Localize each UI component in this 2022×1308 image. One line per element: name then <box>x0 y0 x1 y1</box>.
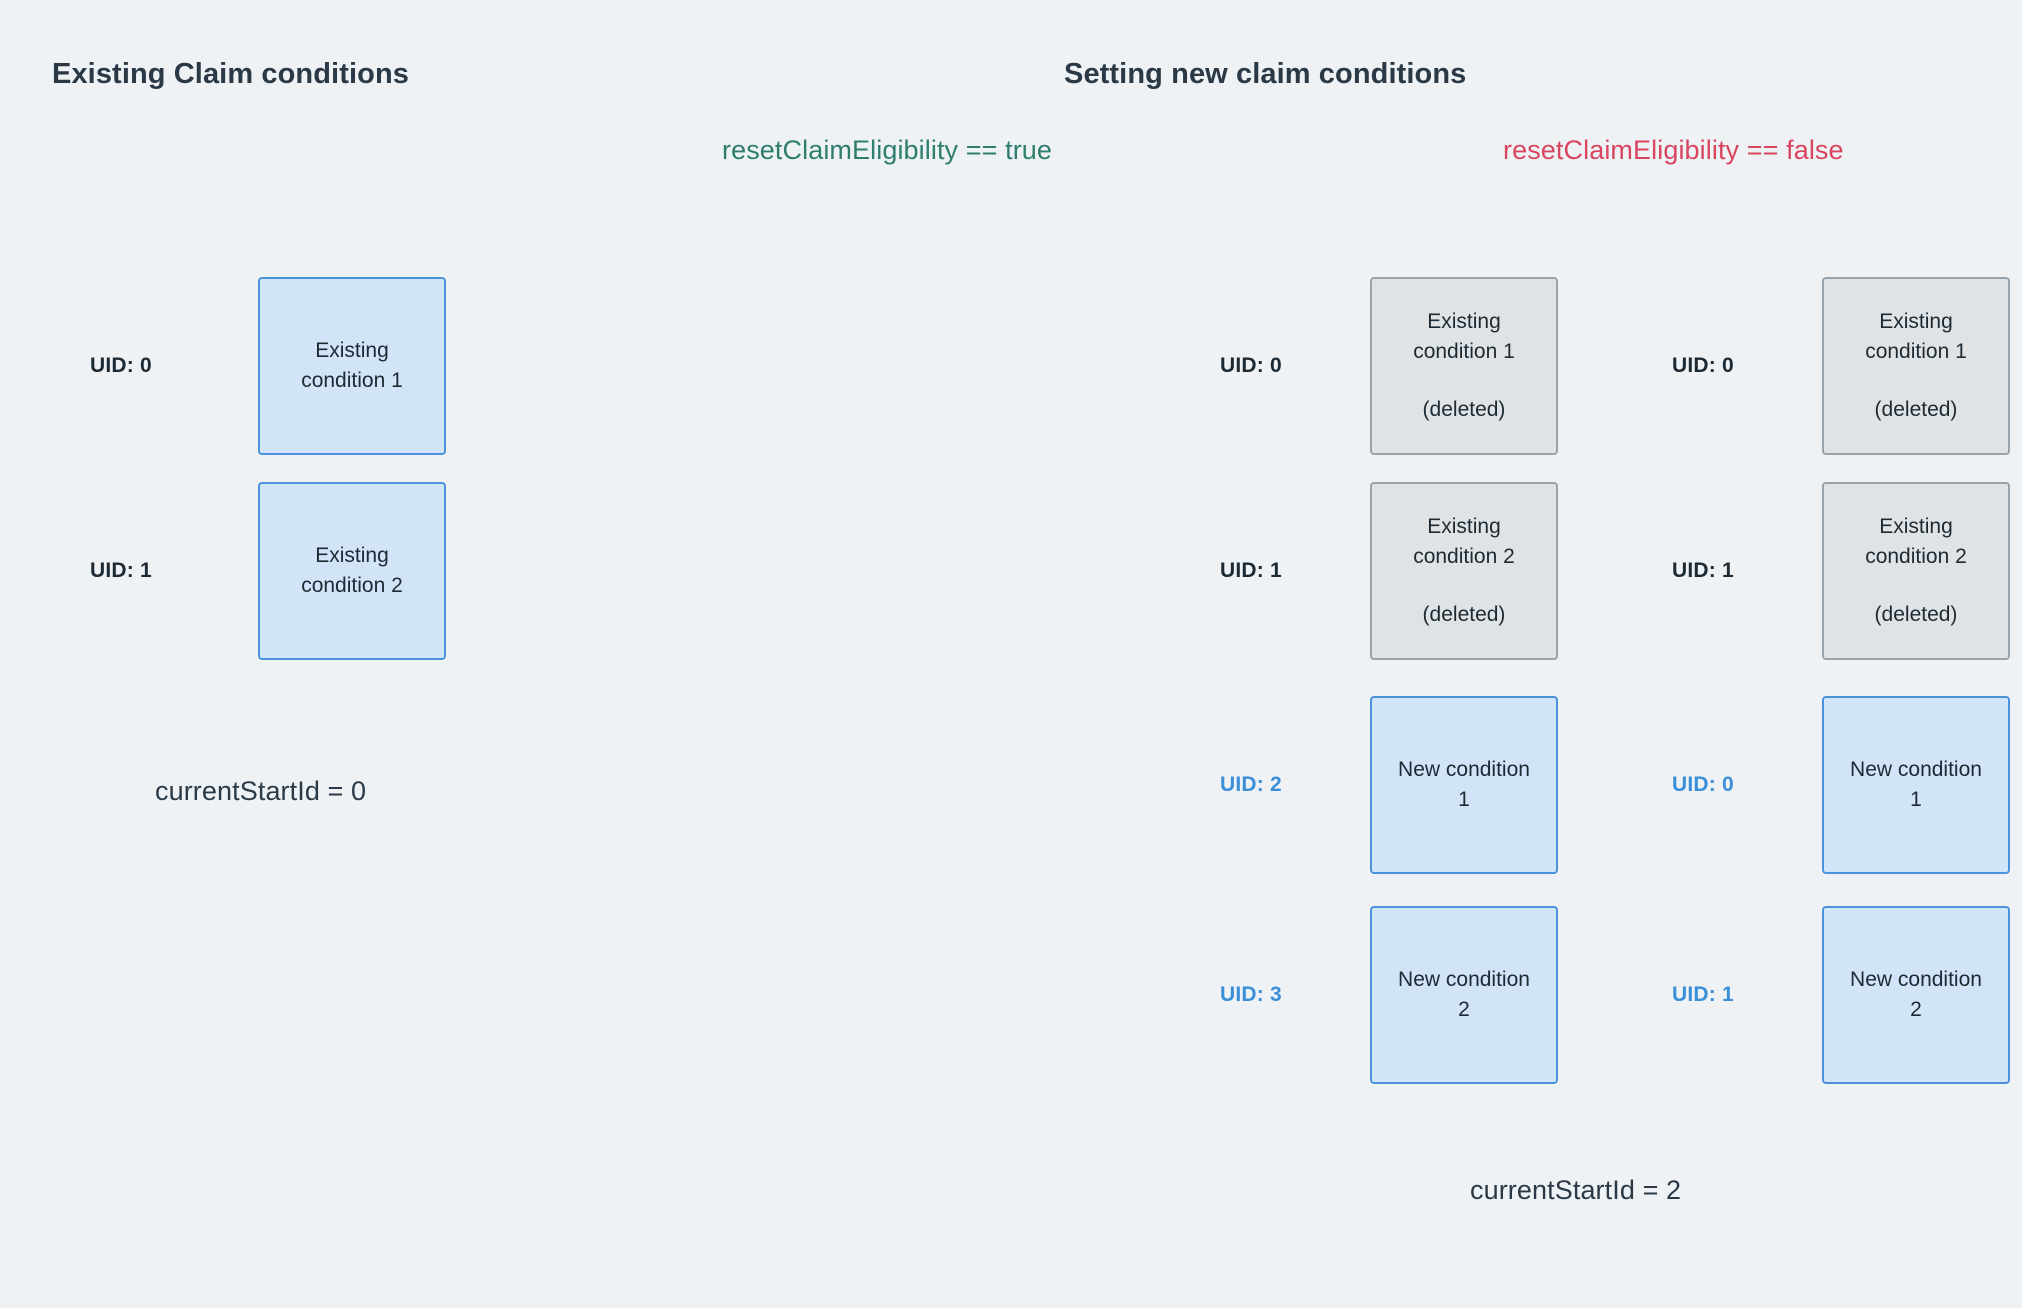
condition-row: UID: 0 Existing condition 1 (deleted) <box>1220 277 1558 455</box>
condition-row: UID: 3 New condition 2 <box>1220 906 1558 1084</box>
uid-label-new: UID: 0 <box>1672 773 1734 796</box>
condition-box-deleted: Existing condition 2 (deleted) <box>1370 482 1558 660</box>
condition-box-new: New condition 1 <box>1822 696 2010 874</box>
condition-box-title: New condition 1 <box>1398 758 1530 811</box>
condition-box-new: New condition 2 <box>1370 906 1558 1084</box>
condition-box-title: Existing condition 2 <box>1413 515 1515 569</box>
condition-box-title: Existing condition 2 <box>1865 515 1967 569</box>
uid-label: UID: 0 <box>1672 354 1734 377</box>
column-reset-false: UID: 0 Existing condition 1 (deleted) UI… <box>1510 0 2022 1308</box>
condition-box-new: New condition 1 <box>1370 696 1558 874</box>
uid-label: UID: 0 <box>1220 354 1282 377</box>
page-title-existing-claim-conditions: Existing Claim conditions <box>52 58 409 90</box>
condition-row: UID: 0 Existing condition 1 <box>90 277 446 455</box>
condition-row: UID: 1 Existing condition 2 <box>90 482 446 660</box>
page-title-setting-new-claim-conditions: Setting new claim conditions <box>1064 58 1467 90</box>
condition-row: UID: 1 New condition 2 <box>1672 906 2010 1084</box>
condition-row: UID: 2 New condition 1 <box>1220 696 1558 874</box>
condition-box-deleted: Existing condition 1 (deleted) <box>1822 277 2010 455</box>
column-existing-conditions: UID: 0 Existing condition 1 UID: 1 Exist… <box>0 0 680 1308</box>
condition-box-title: New condition 2 <box>1850 968 1982 1021</box>
condition-box-title: New condition 2 <box>1398 968 1530 1021</box>
condition-box-title: Existing condition 1 <box>301 339 403 392</box>
condition-row: UID: 1 Existing condition 2 (deleted) <box>1220 482 1558 660</box>
condition-row: UID: 0 Existing condition 1 (deleted) <box>1672 277 2010 455</box>
uid-label-new: UID: 3 <box>1220 983 1282 1006</box>
condition-label-reset-false: resetClaimEligibility == false <box>1503 135 1844 165</box>
uid-label: UID: 0 <box>90 354 152 377</box>
uid-label-new: UID: 2 <box>1220 773 1282 796</box>
condition-box-status: (deleted) <box>1874 602 1958 626</box>
uid-label: UID: 1 <box>1672 559 1734 582</box>
condition-box-status: (deleted) <box>1422 602 1506 626</box>
condition-box-title: Existing condition 2 <box>301 544 403 597</box>
condition-box-status: (deleted) <box>1874 397 1958 421</box>
condition-label-reset-true: resetClaimEligibility == true <box>722 135 1053 165</box>
current-start-id-reset-true: currentStartId = 2 <box>1470 1175 1682 1205</box>
condition-row: UID: 1 Existing condition 2 (deleted) <box>1672 482 2010 660</box>
condition-box-new: New condition 2 <box>1822 906 2010 1084</box>
condition-box: Existing condition 1 <box>258 277 446 455</box>
uid-label-new: UID: 1 <box>1672 983 1734 1006</box>
condition-box-deleted: Existing condition 2 (deleted) <box>1822 482 2010 660</box>
uid-label: UID: 1 <box>90 559 152 582</box>
condition-box-title: Existing condition 1 <box>1865 310 1967 364</box>
column-reset-true: UID: 0 Existing condition 1 (deleted) UI… <box>680 0 1681 1308</box>
current-start-id-existing: currentStartId = 0 <box>155 776 367 806</box>
condition-box-deleted: Existing condition 1 (deleted) <box>1370 277 1558 455</box>
condition-box-status: (deleted) <box>1422 397 1506 421</box>
condition-box-title: Existing condition 1 <box>1413 310 1515 364</box>
condition-box-title: New condition 1 <box>1850 758 1982 811</box>
condition-box: Existing condition 2 <box>258 482 446 660</box>
uid-label: UID: 1 <box>1220 559 1282 582</box>
condition-row: UID: 0 New condition 1 <box>1672 696 2010 874</box>
